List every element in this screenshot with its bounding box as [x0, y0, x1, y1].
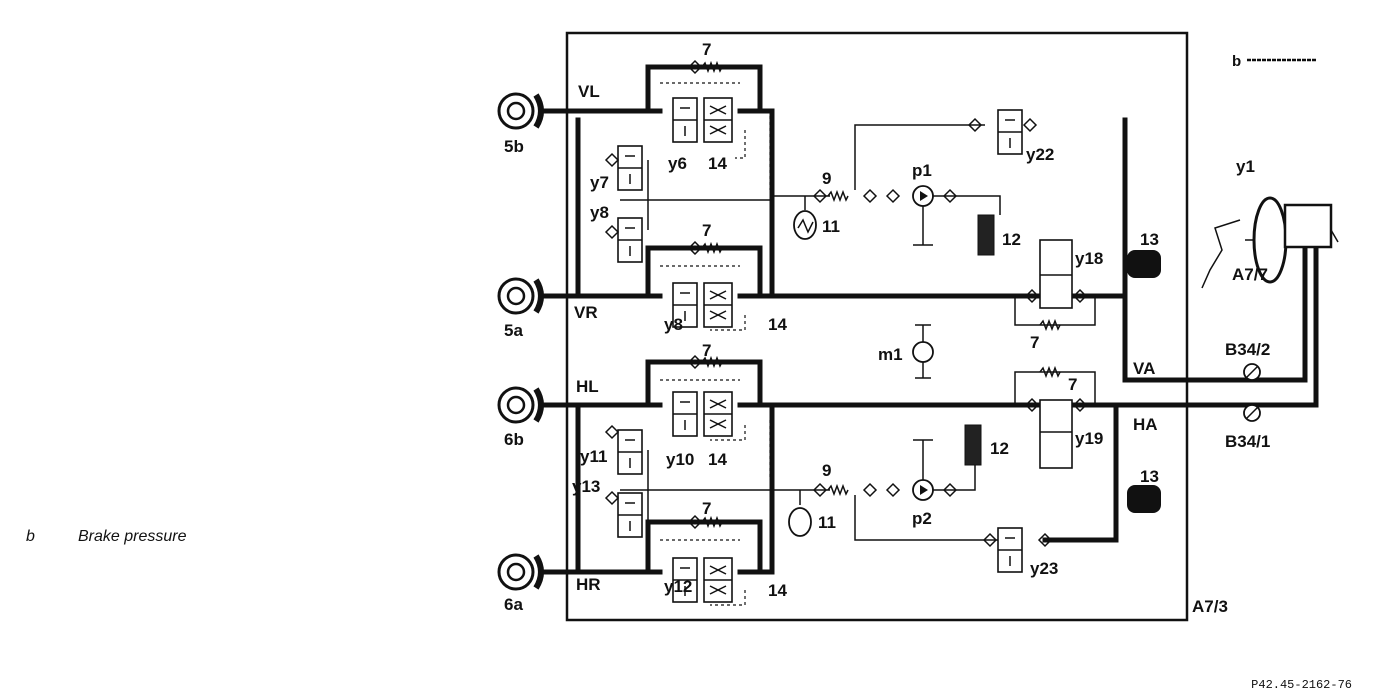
label-valve-y23: y23	[1030, 559, 1058, 578]
label-n11-a: 11	[822, 217, 840, 236]
label-pump-2: p2	[912, 509, 932, 528]
label-n13-a: 13	[1140, 230, 1159, 249]
brake-lines	[542, 64, 1319, 575]
wheel-front-left-icon	[499, 94, 541, 128]
label-n11-b: 11	[818, 513, 836, 532]
diagram-labels: 5b 5a 6b 6a VL VR HL HR VA HA A7/3 A7/7 …	[504, 40, 1270, 616]
label-valve-y19: y19	[1075, 429, 1103, 448]
label-motor: m1	[878, 345, 903, 364]
label-valve-y12: y12	[664, 577, 692, 596]
label-n14-c: 14	[708, 450, 727, 469]
valve-group	[617, 97, 1073, 603]
label-n14-b: 14	[768, 315, 787, 334]
label-pump-1: p1	[912, 161, 932, 180]
label-n7-e: 7	[1030, 333, 1039, 352]
label-line-ha: HA	[1133, 415, 1158, 434]
label-valve-y18: y18	[1075, 249, 1103, 268]
label-unit: A7/3	[1192, 597, 1228, 616]
label-line-va: VA	[1133, 359, 1155, 378]
legend-text: Brake pressure	[78, 528, 187, 545]
label-valve-y8b: y8	[664, 315, 683, 334]
label-booster-valve: y1	[1236, 157, 1255, 176]
legend-key: b	[26, 528, 35, 545]
label-wheel-rr: 6a	[504, 595, 523, 614]
label-valve-y7: y7	[590, 173, 609, 192]
label-line-hr: HR	[576, 575, 601, 594]
figure-code: P42.45-2162-76	[1251, 678, 1352, 692]
wheel-rear-left-icon	[499, 388, 541, 422]
label-valve-y8a: y8	[590, 203, 609, 222]
label-n9-a: 9	[822, 169, 831, 188]
pressure-sensors	[1243, 363, 1261, 422]
hydraulic-unit-frame	[565, 31, 1189, 622]
return-lines	[620, 82, 1010, 606]
label-line-hl: HL	[576, 377, 599, 396]
wheel-rear-right-icon	[499, 555, 541, 589]
label-valve-y10: y10	[666, 450, 694, 469]
label-n12-a: 12	[1002, 230, 1021, 249]
header-key-letter: b	[1232, 53, 1241, 70]
label-sensor-front: B34/2	[1225, 340, 1270, 359]
label-valve-y22: y22	[1026, 145, 1054, 164]
label-n14-a: 14	[708, 154, 727, 173]
label-wheel-fr: 5a	[504, 321, 523, 340]
label-n9-b: 9	[822, 461, 831, 480]
accumulators	[788, 196, 1161, 537]
label-n7-c: 7	[702, 341, 711, 360]
check-valves	[605, 60, 1096, 547]
label-n7-f: 7	[1068, 375, 1077, 394]
label-valve-y6: y6	[668, 154, 687, 173]
label-booster: A7/7	[1232, 265, 1268, 284]
label-n7-d: 7	[702, 499, 711, 518]
label-wheel-rl: 6b	[504, 430, 524, 449]
pumps	[912, 185, 1001, 501]
label-line-vl: VL	[578, 82, 600, 101]
label-wheel-fl: 5b	[504, 137, 524, 156]
label-n7-b: 7	[702, 221, 711, 240]
label-n13-b: 13	[1140, 467, 1159, 486]
label-sensor-rear: B34/1	[1225, 432, 1270, 451]
wheel-front-right-icon	[499, 279, 541, 313]
brake-booster-icon	[1201, 196, 1339, 289]
label-valve-y11: y11	[580, 447, 607, 466]
label-n12-b: 12	[990, 439, 1009, 458]
label-n7-a: 7	[702, 40, 711, 59]
label-n14-d: 14	[768, 581, 787, 600]
label-valve-y13: y13	[572, 477, 600, 496]
label-line-vr: VR	[574, 303, 598, 322]
